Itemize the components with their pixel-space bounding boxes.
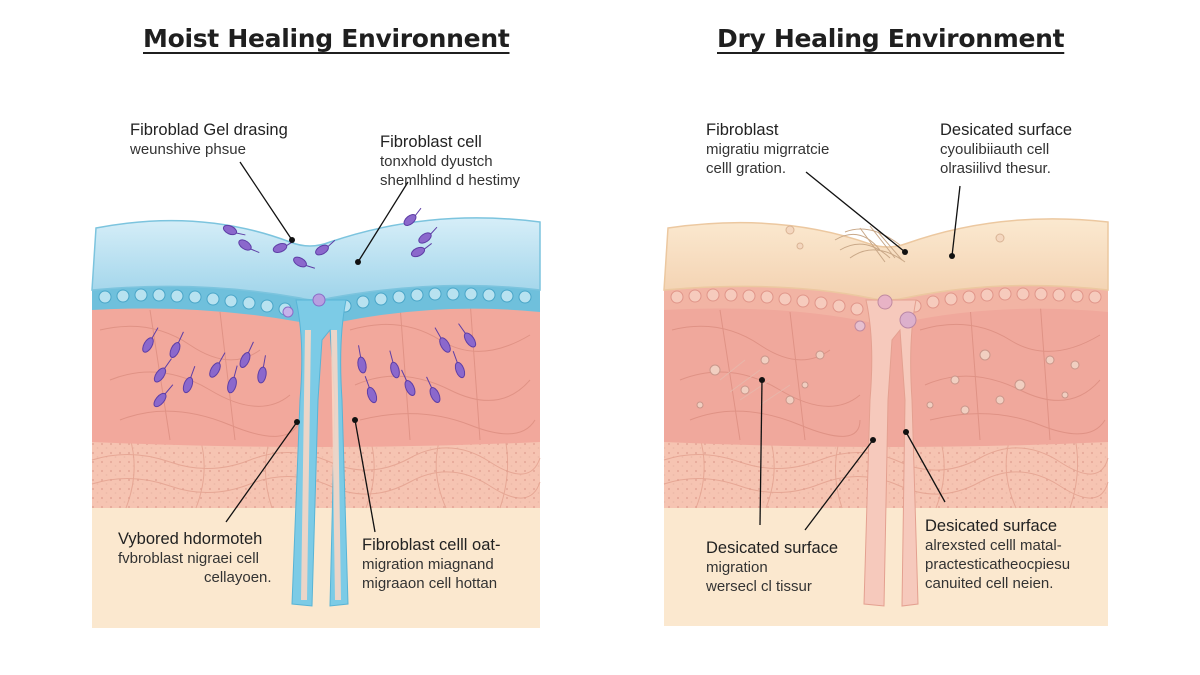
label-line: fvbroblast nigraei cell [118,550,259,567]
dry-skin-cross-section [663,218,1109,626]
dry-label-desiccated-surface-right: Desicated surface alrexsted celll matal-… [925,517,1070,593]
label-line: shemlhlind d hestimy [380,172,521,189]
label-line: Fibroblad Gel drasing [130,121,288,139]
moist-hypodermis [92,500,540,628]
label-line: cyoulibiiauth cell [940,141,1050,158]
label-line: Fibroblast cell [380,133,482,151]
moist-fibroblast-cells [142,207,477,408]
label-line: practesticatheocpiesu [925,556,1071,573]
label-line: migratiu migrratcie [706,141,830,158]
dry-label-fibroblast-migration: Fibroblast migratiu migrratcie celll gra… [706,121,829,178]
label-line: cellayoen. [204,569,272,586]
moist-panel-title: Moist Healing Environnent [143,24,510,53]
label-line: tonxhold dyustch [380,153,493,170]
dry-label-desiccated-surface-left: Desicated surface migration wersecl cl t… [706,539,838,596]
dry-fibroblast-cells [696,349,1080,415]
dry-panel-title: Dry Healing Environment [717,24,1065,53]
label-line: weunshive phsue [130,141,246,158]
label-line: migraaon cell hottan [362,575,498,592]
label-line: olrasiilivd thesur. [940,160,1051,177]
label-line: migration [706,559,768,576]
label-line: Vybored hdormoteh [118,530,263,548]
dry-fibrin-fibers [834,225,906,263]
moist-label-gel-dressing: Fibroblad Gel drasing weunshive phsue [130,121,288,159]
leader-lines [225,161,961,533]
label-line: migration miagnand [362,556,494,573]
dry-faint-fibers [719,359,791,406]
label-line: Fibroblast [706,121,779,139]
dry-wound-channel [863,299,919,607]
moist-label-fibroblast-cell: Fibroblast cell tonxhold dyustch shemlhl… [380,133,520,190]
label-line: Desicated surface [925,517,1058,535]
label-line: canuited cell neien. [925,575,1054,592]
moist-label-fibroblast-migration: Fibroblast celll oat- migration miagnand… [362,536,500,593]
label-line: alrexsted celll matal- [925,537,1062,554]
label-line: Desicated surface [706,539,839,557]
moist-skin-cross-section [91,217,541,628]
label-line: Desicated surface [940,121,1073,139]
dry-label-desiccated-surface-top: Desicated surface cyoulibiiauth cell olr… [940,121,1072,178]
label-line: wersecl cl tissur [706,578,812,595]
label-line: celll gration. [706,160,787,177]
label-line: Fibroblast celll oat- [362,536,501,554]
dry-scab-dots [785,225,1005,250]
moist-label-hydrated-migration: Vybored hdormoteh fvbroblast nigraei cel… [118,530,272,587]
leader-endpoints [289,237,955,443]
